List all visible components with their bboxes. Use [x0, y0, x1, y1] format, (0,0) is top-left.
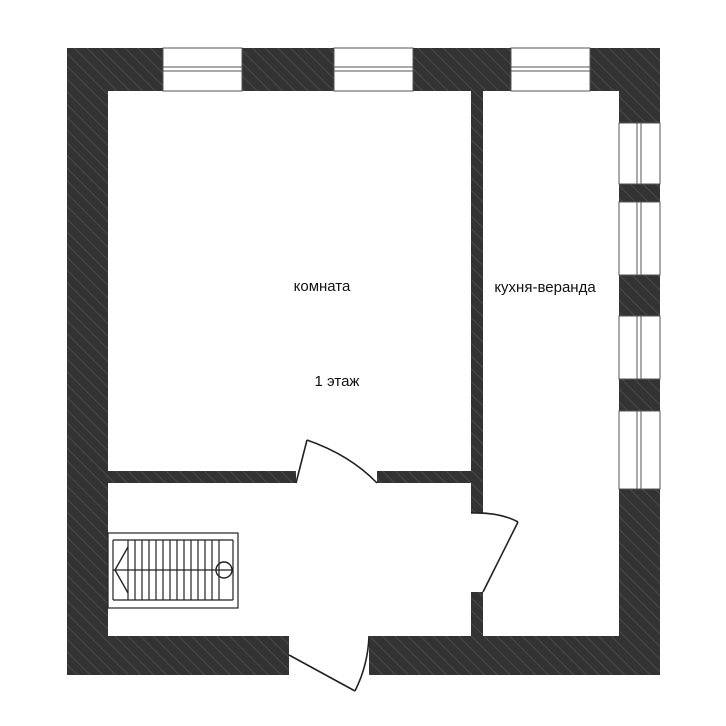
window-right-4 [618, 410, 661, 490]
room-label-kitchen: кухня-веранда [494, 279, 596, 296]
outer-wall-bottom-left [67, 636, 289, 675]
outer-wall-right-2 [619, 184, 660, 202]
outer-wall-top-mid2 [413, 48, 511, 91]
room-label-main: комната [294, 278, 351, 295]
door-hallway-kitchen [470, 512, 519, 593]
interior-wall-horizontal-left [108, 471, 296, 483]
window-top-1 [162, 47, 243, 92]
window-top-2 [333, 47, 414, 92]
door-room-hallway [295, 439, 378, 484]
floor-label: 1 этаж [315, 373, 360, 390]
window-right-3 [618, 315, 661, 380]
interior-wall-vertical-upper [471, 91, 483, 513]
door-entrance [288, 635, 370, 692]
outer-wall-right-4 [619, 379, 660, 411]
outer-wall-right-3 [619, 275, 660, 316]
outer-wall-left [67, 48, 108, 675]
window-right-2 [618, 201, 661, 276]
outer-wall-top-mid1 [242, 48, 334, 91]
interior-wall-vertical-lower [471, 592, 483, 636]
interior-wall-horizontal-right [377, 471, 471, 483]
outer-wall-bottom-right [369, 636, 660, 675]
window-right-1 [618, 122, 661, 185]
outer-wall-right-1 [619, 48, 660, 123]
staircase [107, 532, 239, 609]
window-top-3 [510, 47, 591, 92]
